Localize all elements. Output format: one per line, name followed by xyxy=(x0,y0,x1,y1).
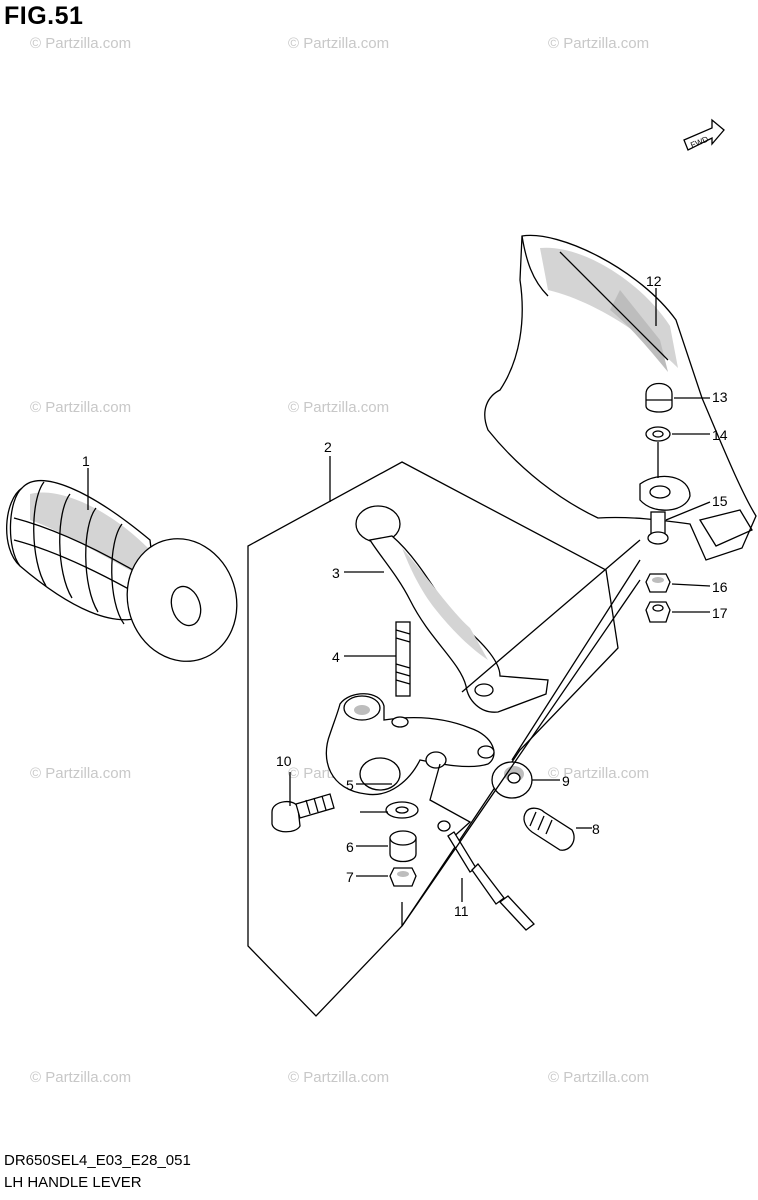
washer-5 xyxy=(385,801,419,819)
adjuster-ring xyxy=(491,761,533,799)
clamp-bolt xyxy=(271,793,335,833)
washer-14 xyxy=(645,426,671,442)
callout-3: 3 xyxy=(332,565,340,581)
watermark: © Partzilla.com xyxy=(288,1069,389,1086)
callout-12: 12 xyxy=(646,273,662,289)
acorn-nut xyxy=(645,382,673,413)
leader-lines xyxy=(87,288,711,927)
watermark: © Partzilla.com xyxy=(548,35,649,52)
clutch-lever xyxy=(355,505,549,713)
clutch-cable xyxy=(429,763,535,931)
pivot-stud xyxy=(395,621,411,697)
callout-7: 7 xyxy=(346,869,354,885)
nut-16 xyxy=(645,573,671,593)
handlebar-grip xyxy=(6,480,238,662)
callout-16: 16 xyxy=(712,579,728,595)
watermark: © Partzilla.com xyxy=(30,1069,131,1086)
callout-15: 15 xyxy=(712,493,728,509)
watermark: © Partzilla.com xyxy=(548,1069,649,1086)
nut-7 xyxy=(389,867,417,887)
callout-14: 14 xyxy=(712,427,728,443)
callout-10: 10 xyxy=(276,753,292,769)
watermark: © Partzilla.com xyxy=(548,765,649,782)
watermark: © Partzilla.com xyxy=(30,765,131,782)
callout-4: 4 xyxy=(332,649,340,665)
collar xyxy=(389,830,417,863)
callout-2: 2 xyxy=(324,439,332,455)
cable-adjuster xyxy=(523,807,575,851)
callout-5: 5 xyxy=(346,777,354,793)
guard-bolt xyxy=(647,511,669,545)
callout-13: 13 xyxy=(712,389,728,405)
lever-perch xyxy=(325,693,495,796)
nut-17 xyxy=(645,601,671,623)
diagram-code: DR650SEL4_E03_E28_051 xyxy=(4,1152,191,1169)
diagram-caption: LH HANDLE LEVER xyxy=(4,1174,142,1191)
callout-labels: 1 2 3 4 5 6 7 8 9 10 11 12 13 14 15 16 1… xyxy=(82,273,728,919)
watermark: © Partzilla.com xyxy=(288,35,389,52)
callout-9: 9 xyxy=(562,773,570,789)
watermark: © Partzilla.com xyxy=(30,399,131,416)
watermark: © Partzilla.com xyxy=(30,35,131,52)
callout-8: 8 xyxy=(592,821,600,837)
callout-11: 11 xyxy=(454,903,469,919)
fwd-arrow-icon: FWD xyxy=(683,118,725,151)
hand-guard xyxy=(484,234,757,561)
watermark: © Partzilla.com xyxy=(288,399,389,416)
figure-title: FIG.51 xyxy=(4,2,84,30)
callout-17: 17 xyxy=(712,605,728,621)
callout-1: 1 xyxy=(82,453,90,469)
callout-6: 6 xyxy=(346,839,354,855)
